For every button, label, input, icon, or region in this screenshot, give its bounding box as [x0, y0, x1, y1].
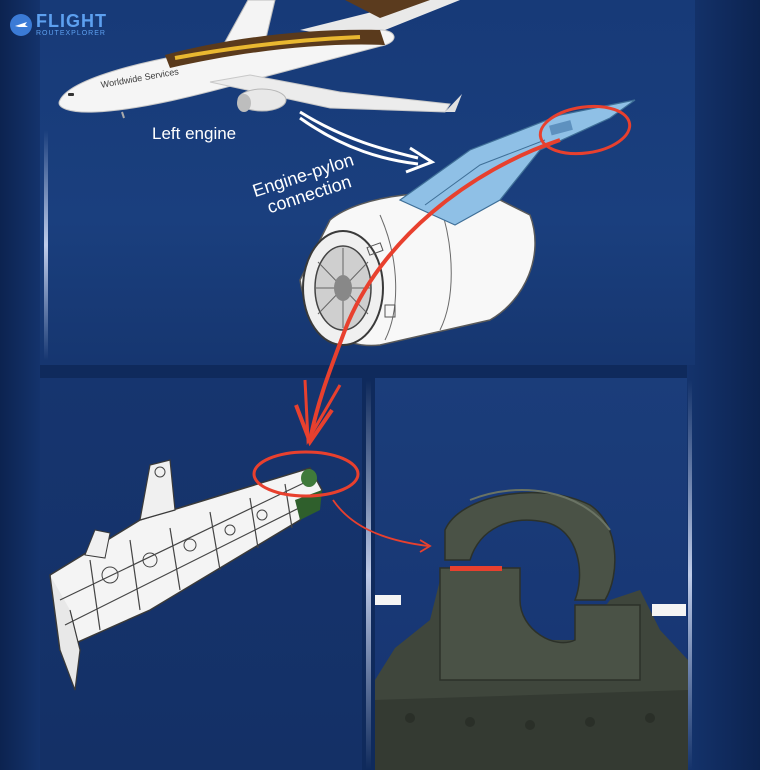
- brand-subtitle: ROUTEXPLORER: [36, 30, 106, 37]
- red-connector-arrow: [308, 138, 561, 441]
- brand-logo: FLIGHT ROUTEXPLORER: [10, 12, 107, 37]
- aircraft-illustration: [58, 0, 462, 119]
- mount-lug-illustration: [375, 489, 688, 770]
- globe-plane-icon: [10, 13, 32, 36]
- left-engine-label: Left engine: [152, 124, 237, 143]
- brand-name: FLIGHT: [36, 11, 107, 31]
- right-edge: [687, 0, 760, 770]
- pylon-illustration: [398, 99, 636, 226]
- panel-divider-right: [688, 380, 692, 770]
- left-edge: [0, 0, 40, 770]
- pylon-highlight-circle: [538, 104, 632, 156]
- detail-arrow: [332, 499, 429, 547]
- engine-illustration: [299, 192, 536, 347]
- panel-divider-center: [366, 380, 371, 770]
- fitting-highlight-circle: [252, 450, 360, 498]
- pointer-arrow: [299, 110, 419, 160]
- panel-divider-left: [44, 130, 48, 360]
- pylon-structure-illustration: [49, 459, 323, 691]
